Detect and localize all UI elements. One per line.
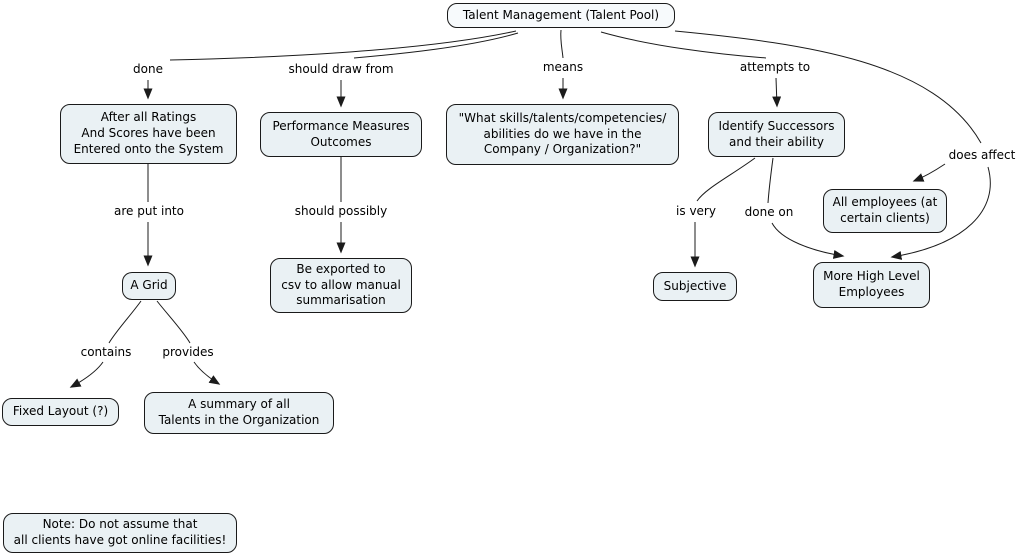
link-label-attempts-to[interactable]: attempts to (736, 60, 814, 74)
link-label-contains[interactable]: contains (77, 345, 135, 359)
link-label-are-put-into[interactable]: are put into (111, 204, 187, 218)
node-all-employees[interactable]: All employees (at certain clients) (823, 189, 947, 233)
node-high-level-employees[interactable]: More High Level Employees (813, 262, 930, 308)
node-performance-measures[interactable]: Performance Measures Outcomes (260, 112, 422, 157)
node-subjective[interactable]: Subjective (653, 272, 737, 301)
link-label-does-affect[interactable]: does affect (945, 148, 1019, 162)
node-identify-successors[interactable]: Identify Successors and their ability (708, 112, 845, 157)
node-export-csv[interactable]: Be exported to csv to allow manual summa… (270, 258, 412, 313)
link-label-should-draw-from[interactable]: should draw from (285, 62, 397, 76)
link-label-provides[interactable]: provides (159, 345, 217, 359)
link-label-is-very[interactable]: is very (673, 204, 719, 218)
node-talent-summary[interactable]: A summary of all Talents in the Organiza… (144, 392, 334, 434)
link-label-done-on[interactable]: done on (741, 205, 797, 219)
link-label-done[interactable]: done (130, 62, 166, 76)
node-ratings-entered[interactable]: After all Ratings And Scores have been E… (60, 104, 237, 164)
node-skills-question[interactable]: "What skills/talents/competencies/ abili… (446, 104, 679, 165)
node-note[interactable]: Note: Do not assume that all clients hav… (3, 513, 237, 553)
link-label-should-possibly[interactable]: should possibly (291, 204, 391, 218)
link-label-means[interactable]: means (539, 60, 587, 74)
node-talent-management[interactable]: Talent Management (Talent Pool) (447, 3, 675, 28)
node-fixed-layout[interactable]: Fixed Layout (?) (2, 398, 119, 426)
node-a-grid[interactable]: A Grid (122, 272, 176, 300)
